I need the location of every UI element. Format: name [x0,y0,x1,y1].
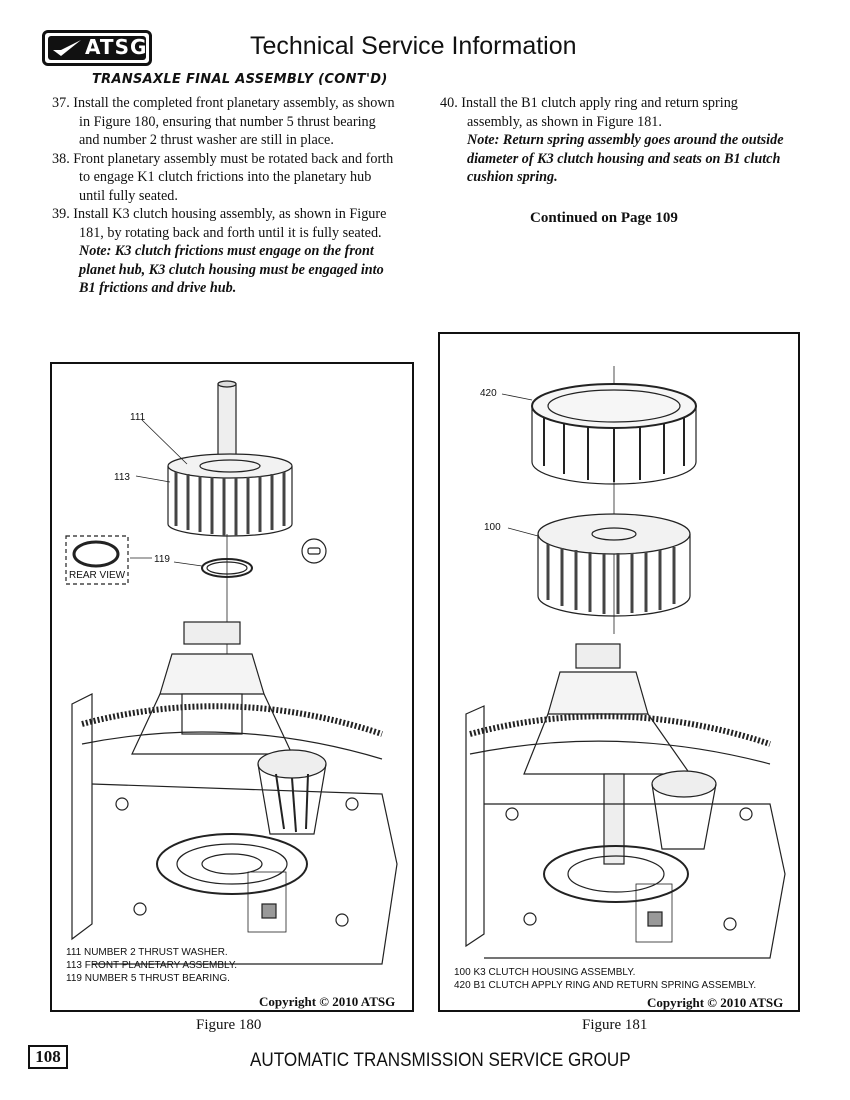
checkmark-icon [53,40,81,56]
figure-181-caption: Figure 181 [582,1017,648,1033]
continued-note: Continued on Page 109 [530,210,678,226]
figure-181-illustration: 420 100 [465,366,786,959]
left-text-column: 37. Install the completed front planetar… [52,94,397,298]
callout-111: 111 [130,412,146,423]
rear-view-label: REAR VIEW [69,570,126,581]
figure-180-caption: Figure 180 [196,1017,262,1033]
note-40: Note: Return spring assembly goes around… [467,132,784,185]
callout-420: 420 [480,388,497,399]
step-39: 39. Install K3 clutch housing assembly, … [52,206,387,241]
copyright-180: Copyright © 2010 ATSG [259,994,396,1009]
legend-item: 111 NUMBER 2 THRUST WASHER. [66,947,228,958]
figure-180-illustration: 111 113 119 REAR VIEW [65,380,398,965]
legend-item: 100 K3 CLUTCH HOUSING ASSEMBLY. [454,967,636,978]
section-heading: TRANSAXLE FINAL ASSEMBLY (CONT'D) [92,72,388,87]
legend-item: 113 FRONT PLANETARY ASSEMBLY. [66,960,238,971]
step-40: 40. Install the B1 clutch apply ring and… [440,95,738,130]
figure-181: 420 100 100 K3 CLUTCH HOUSING ASSEMBLY. … [438,332,800,1012]
legend-item: 420 B1 CLUTCH APPLY RING AND RETURN SPRI… [454,980,757,991]
step-37: 37. Install the completed front planetar… [52,95,395,148]
page-number: 108 [28,1045,68,1069]
step-38: 38. Front planetary assembly must be rot… [52,150,394,204]
page-title: Technical Service Information [250,32,577,60]
footer-org-name: AUTOMATIC TRANSMISSION SERVICE GROUP [250,1050,631,1071]
figure-180: 111 113 119 REAR VIEW 111 NUMBER 2 THRUS… [50,362,414,1012]
legend-item: 119 NUMBER 5 THRUST BEARING. [66,973,230,984]
callout-119: 119 [154,554,170,565]
logo-text: ATSG [85,35,148,59]
note-39: Note: K3 clutch frictions must engage on… [79,243,384,296]
callout-113: 113 [114,472,130,483]
callout-100: 100 [484,522,501,533]
figure-180-legend: 111 NUMBER 2 THRUST WASHER. 113 FRONT PL… [66,946,237,985]
figure-181-legend: 100 K3 CLUTCH HOUSING ASSEMBLY. 420 B1 C… [454,966,756,992]
atsg-logo: ATSG [42,30,152,66]
copyright-181: Copyright © 2010 ATSG [647,995,784,1010]
right-text-column: 40. Install the B1 clutch apply ring and… [440,94,790,187]
